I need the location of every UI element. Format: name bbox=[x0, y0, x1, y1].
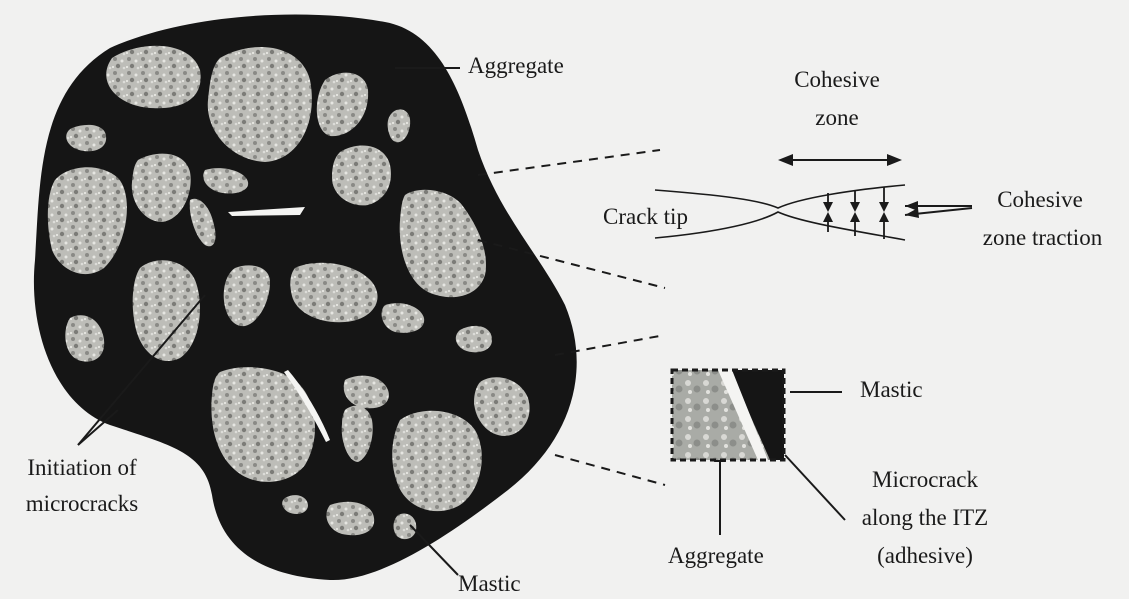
aggregate-label-top: Aggregate bbox=[468, 52, 564, 80]
cohesive-zone-label-1: Cohesive bbox=[762, 66, 912, 94]
cohesive-zone-arrow bbox=[778, 154, 902, 166]
cohesive-zone-label-2: zone bbox=[762, 104, 912, 132]
cohesive-traction-label-2: zone traction bbox=[960, 224, 1125, 252]
microcrack-label-1: Microcrack bbox=[845, 466, 1005, 494]
crack-tip-sketch bbox=[655, 185, 905, 240]
crack-tip-label: Crack tip bbox=[603, 203, 688, 231]
mastic-label-bottom: Mastic bbox=[458, 570, 521, 598]
traction-arrowheads bbox=[823, 202, 889, 222]
initiation-label-2: microcracks bbox=[2, 490, 162, 518]
mastic-label-right: Mastic bbox=[860, 376, 923, 404]
microcrack-label-2: along the ITZ bbox=[835, 504, 1015, 532]
itz-inset bbox=[672, 370, 784, 460]
aggregate-label-bottom: Aggregate bbox=[668, 542, 764, 570]
microcrack-label-3: (adhesive) bbox=[845, 542, 1005, 570]
initiation-label-1: Initiation of bbox=[2, 454, 162, 482]
cohesive-traction-label-1: Cohesive bbox=[970, 186, 1110, 214]
